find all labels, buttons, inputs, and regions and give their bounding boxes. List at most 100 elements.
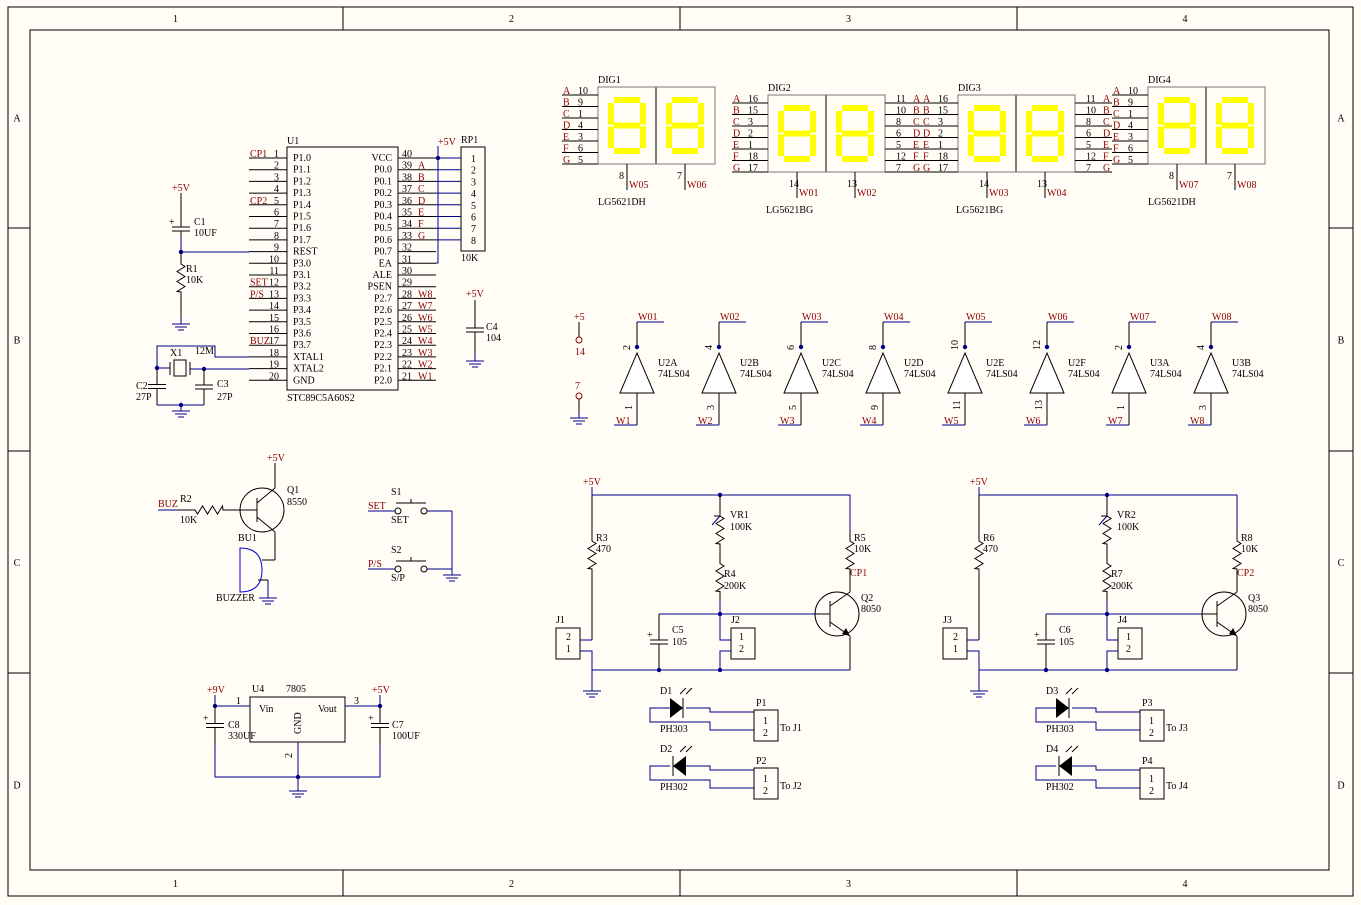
display-segment: [698, 126, 704, 148]
mcu-pin-name: P3.3: [293, 293, 311, 304]
mcu-part: STC89C5A60S2: [287, 393, 355, 404]
display-segment: [1158, 103, 1164, 125]
column-label-top: 1: [173, 14, 178, 25]
mcu-pin-num: 21: [402, 371, 412, 382]
vr-val: 100K: [730, 522, 753, 533]
display-segment: [784, 105, 810, 111]
display-pin-num: 7: [1086, 163, 1091, 174]
jack-pin: 2: [1126, 644, 1131, 655]
c8-val: 330UF: [228, 731, 256, 742]
led-symbol: [1059, 756, 1072, 776]
wire: [719, 628, 731, 641]
row-label-right: D: [1337, 781, 1344, 792]
display-pin-num: 10: [1128, 86, 1138, 97]
display-segment: [1248, 126, 1254, 148]
inverter-pin-num: 3: [706, 405, 717, 410]
mcu-pin-num: 23: [402, 348, 412, 359]
switch-label: S/P: [391, 573, 405, 584]
mcu-pin-name: P2.2: [374, 352, 392, 363]
wire: [175, 256, 186, 300]
display-seg-net: A: [563, 86, 571, 97]
wire: [586, 520, 597, 590]
connector-dest: To J4: [1166, 781, 1188, 792]
inverter-part: 74LS04: [740, 369, 772, 380]
u4-pin-num: 1: [236, 696, 241, 707]
jack-pin: 1: [739, 632, 744, 643]
display-com-net: W08: [1237, 180, 1256, 191]
c4-ref: C4: [486, 322, 498, 333]
mcu-pin-num: 2: [274, 161, 279, 172]
rp1-ref: RP1: [461, 135, 478, 146]
display-seg-net: D: [913, 129, 920, 140]
r2-ref: R2: [180, 494, 192, 505]
display-seg-net: G: [913, 163, 920, 174]
wire: [685, 687, 693, 695]
display-com-pin: 8: [619, 171, 624, 182]
sensor-r-val: 470: [596, 544, 611, 555]
mcu-pin-name: P1.7: [293, 235, 311, 246]
column-label-top: 2: [509, 14, 514, 25]
junction-dot: [716, 344, 722, 350]
wire: [580, 650, 593, 685]
display-com-pin: 14: [789, 179, 799, 190]
display-seg-net: F: [923, 152, 929, 163]
c3-ref: C3: [217, 379, 229, 390]
display-seg-net: G: [563, 155, 570, 166]
mcu-net-label: CP1: [250, 149, 267, 160]
mcu-pin-name: REST: [293, 247, 317, 258]
mcu-net-label: P/S: [250, 289, 264, 300]
mcu-pin-name: P1.5: [293, 212, 311, 223]
display-segment: [608, 126, 614, 148]
mcu-pin-name: P0.5: [374, 223, 392, 234]
display-pin-num: 17: [748, 163, 758, 174]
led-ref: D2: [660, 744, 672, 755]
inverter-input-net: W5: [944, 416, 958, 427]
inverter-output-net: W07: [1130, 312, 1149, 323]
mcu-pin-num: 24: [402, 336, 412, 347]
vr-ref: VR1: [730, 510, 749, 521]
mcu-pin-num: 37: [402, 184, 412, 195]
rp1-value: 10K: [461, 253, 479, 264]
inverter-input-net: W7: [1108, 416, 1122, 427]
display-segment: [842, 130, 868, 137]
wire: [679, 745, 687, 753]
row-label-right: B: [1338, 336, 1345, 347]
mcu-net-label: W7: [418, 301, 432, 312]
display-pin-num: 3: [578, 132, 583, 143]
c4-val: 104: [486, 333, 501, 344]
mcu-pin-num: 10: [269, 254, 279, 265]
display-segment: [1032, 156, 1058, 162]
mcu-pin-num: 27: [402, 301, 412, 312]
inverter-ref: U2C: [822, 358, 841, 369]
c8-ref: C8: [228, 720, 240, 731]
display-seg-net: F: [1113, 144, 1119, 155]
rp1-pin: 7: [471, 224, 476, 235]
display-seg-net: E: [913, 140, 919, 151]
mcu-net-label: W3: [418, 348, 432, 359]
display-pin-num: 10: [1086, 106, 1096, 117]
row-label-right: A: [1337, 114, 1345, 125]
x1-ref: X1: [170, 348, 182, 359]
display-segment: [672, 122, 698, 129]
display-frame: [957, 94, 1076, 173]
inverter-output-net: W06: [1048, 312, 1067, 323]
mcu-pin-num: 26: [402, 313, 412, 324]
display-segment: [666, 103, 672, 125]
jack-ref: J4: [1118, 615, 1127, 626]
display-pin-num: 6: [1128, 144, 1133, 155]
display-seg-net: B: [733, 106, 740, 117]
display-segment: [672, 148, 698, 154]
display-seg-net: D: [563, 121, 570, 132]
power-label: +5V: [583, 477, 602, 488]
rp1-pin: 4: [471, 189, 476, 200]
box: [942, 627, 968, 660]
inverter-part: 74LS04: [904, 369, 936, 380]
inverter-ref: U2B: [740, 358, 759, 369]
connector-pin: 1: [763, 774, 768, 785]
u4-part: 7805: [286, 684, 306, 695]
c1-ref: C1: [194, 217, 206, 228]
display-frame: [597, 86, 716, 165]
wire: [714, 555, 725, 600]
wire: [649, 765, 754, 789]
